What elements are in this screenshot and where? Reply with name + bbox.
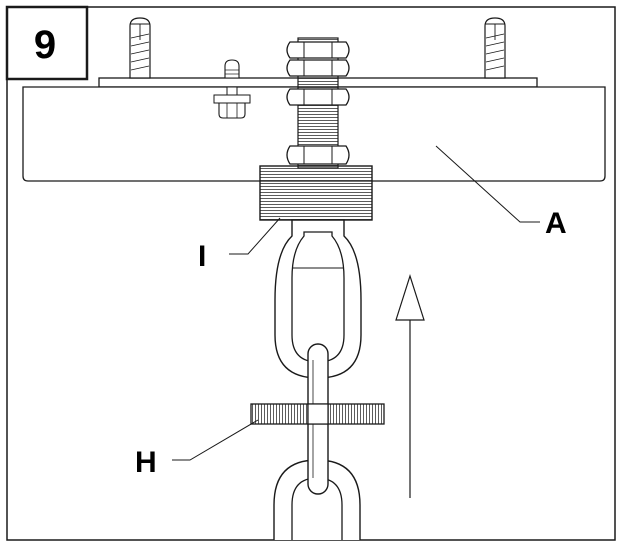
lag-screw-left [129,17,151,79]
direction-arrow [395,274,425,498]
swivel-eye [274,219,362,379]
lower-nut [286,145,350,165]
small-bolt [213,59,251,119]
lag-screw-right [484,17,506,79]
leader-a [435,145,540,223]
label-a: A [545,207,567,240]
chain-link-overlap [307,403,329,425]
middle-nut [286,88,350,106]
leader-h [172,419,259,461]
chain-link-bottom [273,459,361,540]
label-h: H [135,446,157,479]
step-number: 9 [34,23,56,67]
swivel-housing [259,165,373,221]
step-number-box: 9 [5,5,89,81]
top-nut [286,41,350,77]
leader-i [229,217,281,255]
label-i: I [198,240,206,273]
